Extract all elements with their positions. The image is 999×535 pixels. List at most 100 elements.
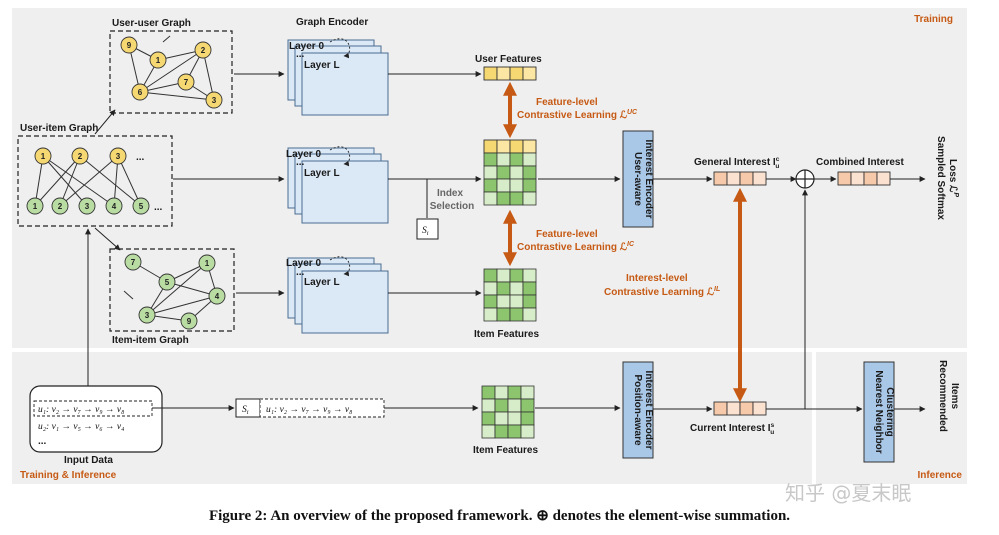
node-label: 9 (127, 41, 132, 50)
contrastive-il-label-1: Interest-level (626, 273, 688, 284)
feature-cell (481, 398, 496, 413)
encoder-stack-bottom: Layer 0 ... Layer L (286, 256, 389, 334)
feature-cell (522, 152, 537, 167)
feature-cell (507, 398, 522, 413)
feature-cell (483, 152, 498, 167)
contrastive-ic-label-2: Contrastive Learning ℒIC (517, 241, 635, 253)
framework-diagram: Training Training & Inference Inference … (12, 8, 967, 505)
graph-to-encoder-arrows (173, 71, 285, 296)
layer-0-label: Layer 0 (289, 41, 324, 52)
si-sequence: u₁: v₂ → v₇ → v₉ → v₈ (266, 405, 352, 415)
figure-caption: Figure 2: An overview of the proposed fr… (208, 508, 791, 524)
general-interest-vector (713, 171, 767, 186)
node-label: 4 (215, 292, 220, 301)
feature-cell (483, 191, 498, 206)
feature-cell (483, 294, 498, 309)
feature-cell (522, 178, 537, 193)
item-ellipsis: ... (154, 202, 163, 213)
nearest-neighbor-clustering (863, 361, 895, 463)
recommended-label-2: Items (949, 383, 960, 410)
feature-cell (520, 424, 535, 439)
feature-cell (483, 307, 498, 322)
item-node (138, 306, 156, 324)
feature-cell (509, 165, 524, 180)
item-node (158, 273, 176, 291)
node-label: 6 (138, 88, 143, 97)
user-aware-label-2: Interest Encoder (643, 140, 654, 219)
feature-cell (481, 411, 496, 426)
user-node (109, 147, 127, 165)
node-label: 1 (156, 56, 161, 65)
user-item-graph-title: User-item Graph (20, 123, 98, 134)
u2-sequence: u₂: v₁ → v₅ → v₆ → v₄ (38, 422, 124, 432)
layer-dots: ... (296, 49, 305, 60)
node-label: 2 (201, 46, 206, 55)
node-label: 7 (131, 258, 136, 267)
item-node (198, 254, 216, 272)
user-item-graph-box (17, 135, 173, 227)
feature-cell (522, 281, 537, 296)
contrastive-arrows (503, 81, 747, 403)
item-features-bottom-matrix (481, 385, 535, 439)
watermark: 知乎 @夏末眠 (785, 481, 911, 505)
node-label: 1 (205, 259, 210, 268)
feature-cell (509, 294, 524, 309)
node-label: 4 (112, 202, 117, 211)
combined-interest-vector (837, 171, 891, 186)
nn-clustering-label-1: Nearest Neighbor (873, 370, 884, 453)
feature-cell (481, 385, 496, 400)
feature-cell (509, 178, 524, 193)
sampled-softmax-label-2: Loss ℒP (947, 159, 959, 197)
current-interest-vector (713, 401, 767, 416)
user-node (194, 41, 212, 59)
user-features-title: User Features (475, 54, 542, 65)
user-node (131, 83, 149, 101)
graph-connectors (85, 109, 121, 386)
feature-cell (509, 268, 524, 283)
feature-cell (496, 281, 511, 296)
sampled-softmax-label-1: Sampled Softmax (935, 136, 946, 220)
encoder-stack-middle: Layer 0 ... Layer L (286, 146, 389, 224)
node-label: 7 (184, 78, 189, 87)
input-data-box (29, 385, 163, 453)
training-inference-label: Training & Inference (20, 470, 117, 481)
item-node (124, 253, 142, 271)
node-label: 2 (78, 152, 83, 161)
feature-cell (522, 191, 537, 206)
user-item-edges (34, 155, 142, 207)
feature-cell (509, 307, 524, 322)
position-aware-label-1: Position-aware (632, 374, 643, 446)
feature-cell (496, 307, 511, 322)
encoder-stack-top: Layer 0 ... Layer L (287, 38, 389, 116)
feature-cell (494, 398, 509, 413)
node-label: 1 (33, 202, 38, 211)
item-item-graph-box (109, 248, 235, 332)
layer-dots: ... (296, 267, 305, 278)
feature-cell (483, 281, 498, 296)
feature-cell (496, 178, 511, 193)
si-bottom-label: Si (242, 405, 249, 416)
item-node (132, 197, 150, 215)
item-features-bottom-title: Item Features (473, 445, 538, 456)
item-item-graph-title: Item-item Graph (112, 335, 189, 346)
node-label: 3 (212, 96, 217, 105)
item-item-nodes: 7 1 5 4 3 9 (124, 253, 226, 330)
user-user-graph-title: User-user Graph (112, 18, 191, 29)
encoder-to-feature-arrows (388, 71, 482, 296)
feature-cell (522, 307, 537, 322)
feature-cell (483, 268, 498, 283)
node-label: 3 (145, 311, 150, 320)
index-selection-label-2: Selection (430, 201, 474, 212)
feature-cell (520, 385, 535, 400)
feature-cell (509, 281, 524, 296)
feature-cell (520, 398, 535, 413)
training-label: Training (914, 14, 953, 25)
item-node (51, 197, 69, 215)
contrastive-il-label-2: Contrastive Learning ℒIL (604, 286, 720, 298)
feature-cell (483, 165, 498, 180)
layer-0-label: Layer 0 (286, 149, 321, 160)
combined-interest-label: Combined Interest (816, 157, 904, 168)
graph-encoder-title: Graph Encoder (296, 17, 368, 28)
feature-cell (496, 152, 511, 167)
